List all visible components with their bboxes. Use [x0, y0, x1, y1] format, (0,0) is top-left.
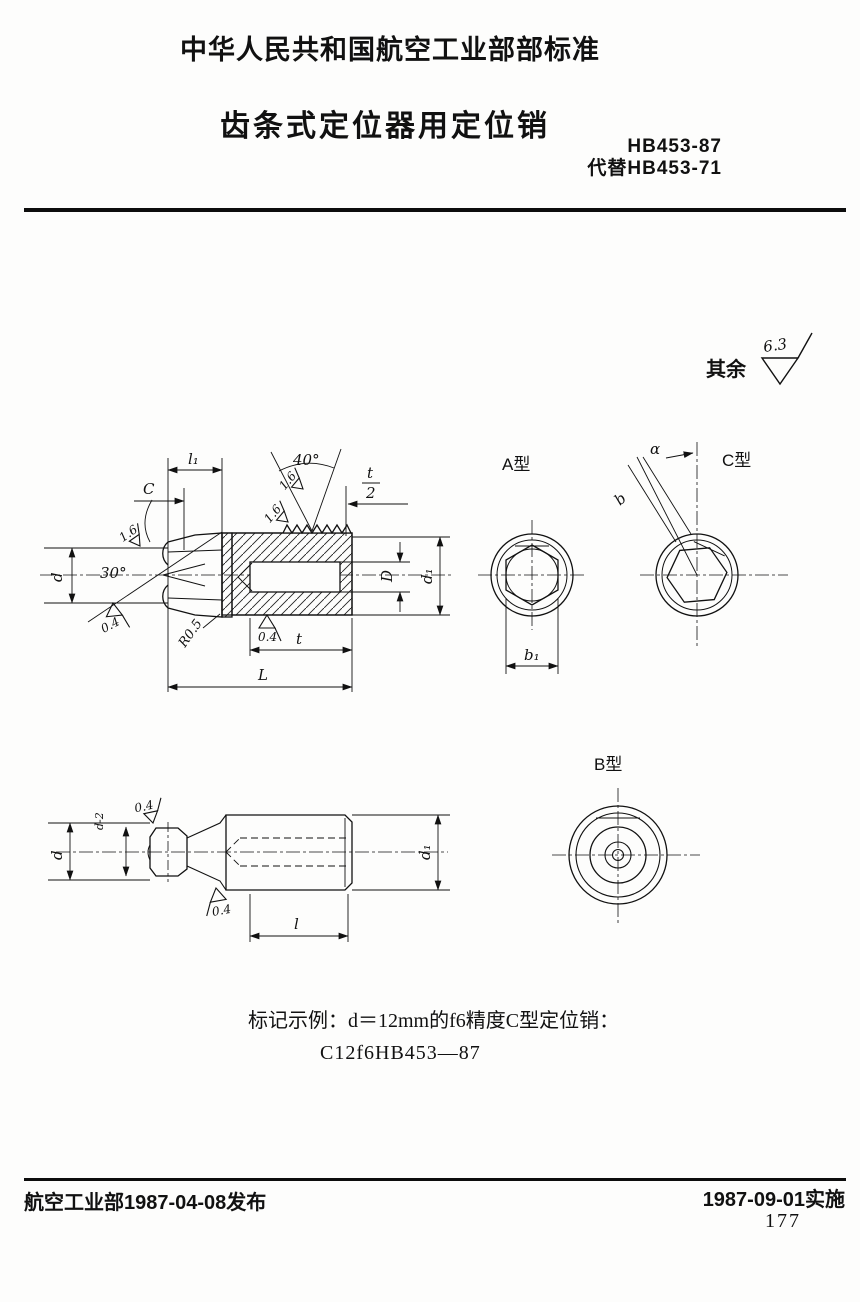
hidden-bore-lines — [225, 837, 348, 867]
main-section-view: d 30° 1.6 0.4 R0.5 0.4 l₁ C — [40, 448, 452, 692]
type-b-end-view: B型 — [552, 755, 700, 924]
roughness-value: 0.4 — [258, 630, 277, 644]
roughness-value: 1.6 — [261, 502, 284, 526]
standard-number: HB453-87 — [627, 136, 722, 157]
type-a-end-view: A型 b₁ — [478, 455, 586, 674]
tooth-angle-40: 40° — [270, 448, 342, 532]
roughness-mark-bottom: 0.4 — [206, 886, 232, 919]
dim-label-t: t — [296, 630, 303, 648]
dim-label-d: d — [48, 572, 66, 582]
footer-rule — [24, 1178, 846, 1181]
dim-label-t-den: 2 — [365, 484, 376, 502]
pin-tip — [149, 827, 188, 877]
alpha-angle-line — [636, 456, 698, 576]
alpha-label: α — [650, 440, 660, 458]
roughness-mark-left: 0.4 — [98, 601, 131, 636]
technical-drawing: 其余 6.3 d 30° — [40, 332, 813, 942]
type-b-label: B型 — [594, 755, 622, 774]
roughness-check-icon — [760, 357, 800, 386]
roughness-value: 0.4 — [133, 798, 155, 816]
marking-example-line1: 标记示例：d＝12mm的f6精度C型定位销： — [248, 1010, 620, 1032]
standard-org-title: 中华人民共和国航空工业部部标准 — [180, 35, 600, 65]
roughness-value: 1.6 — [116, 522, 140, 545]
document-title: 齿条式定位器用定位销 — [220, 110, 550, 143]
angle-30-line — [87, 531, 223, 623]
pin-body — [225, 814, 353, 891]
dim-label-D: D — [378, 570, 396, 583]
dim-label-d1: d₁ — [418, 568, 436, 584]
marking-example-designation: C12f6HB453—87 — [320, 1042, 481, 1064]
radius-label: R0.5 — [175, 617, 205, 651]
bore-hole — [249, 561, 341, 593]
roughness-mark-mid: 0.4 — [258, 613, 282, 644]
type-c-label: C型 — [722, 451, 751, 470]
roughness-value: 0.4 — [211, 902, 232, 919]
roughness-mark-flank2: 1.6 — [261, 500, 289, 526]
roughness-value: 1.6 — [276, 469, 299, 493]
dim-label-L: L — [257, 666, 268, 684]
surface-roughness-note: 其余 6.3 — [706, 332, 813, 386]
replaced-standard: 代替HB453-71 — [587, 158, 722, 179]
roughness-value: 0.4 — [98, 614, 121, 635]
dim-label-b: b — [611, 489, 630, 509]
standard-number-block: HB453-87 代替HB453-71 — [500, 136, 722, 180]
surface-note-prefix: 其余 — [706, 357, 747, 381]
dim-label-d: d — [48, 850, 66, 860]
dim-label-l1: l₁ — [188, 450, 199, 468]
dim-t-over-2: t 2 — [345, 464, 408, 536]
type-b-side-view: d d-2 0.4 0.4 d₁ l — [48, 797, 450, 942]
angle-30-label: 30° — [100, 564, 127, 582]
dim-label-b1: b₁ — [524, 646, 540, 664]
dim-label-t-num: t — [367, 464, 374, 482]
page-number: 177 — [765, 1210, 801, 1232]
footer-issued-date: 航空工业部1987-04-08发布 — [24, 1192, 267, 1214]
dim-label-l: l — [294, 915, 299, 933]
hex-socket — [666, 547, 728, 603]
header-rule — [24, 208, 846, 212]
dim-label-d1: d₁ — [416, 844, 434, 860]
pin-tip — [162, 532, 223, 618]
type-a-label: A型 — [502, 455, 530, 474]
angle-40-label: 40° — [292, 451, 320, 469]
dim-label-d-minus-2: d-2 — [93, 812, 106, 830]
rack-teeth — [282, 523, 352, 535]
roughness-mark-top: 0.4 — [133, 797, 162, 825]
surface-note-value: 6.3 — [762, 335, 788, 356]
type-c-end-view: C型 α b — [611, 440, 788, 648]
dim-label-c: C — [143, 480, 155, 498]
b-dim-line — [627, 464, 677, 543]
footer-effective-date: 1987-09-01实施 — [702, 1189, 845, 1211]
hex-socket — [505, 544, 559, 606]
